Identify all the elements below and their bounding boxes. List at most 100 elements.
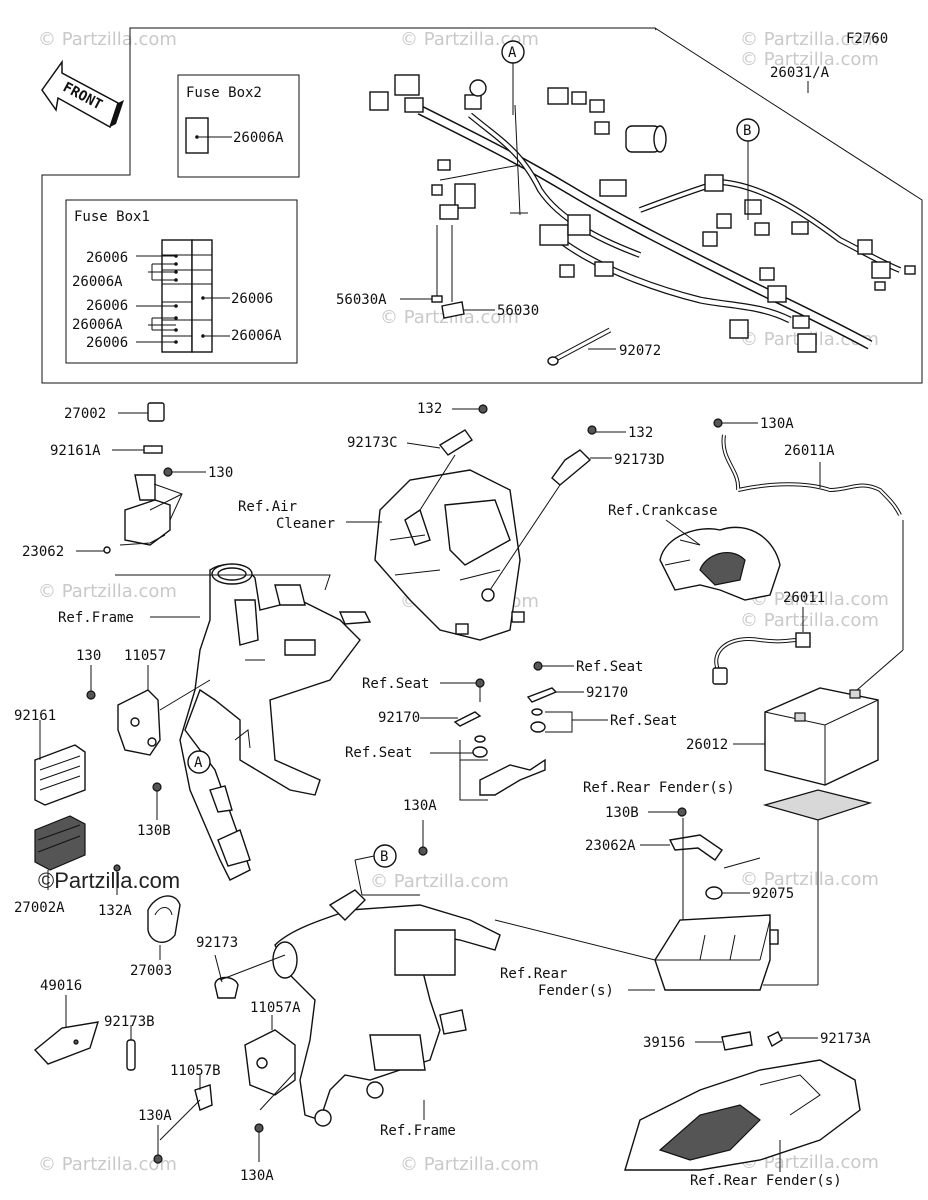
svg-text:A: A — [508, 45, 517, 61]
clamp-92173C: 132 92173C — [347, 401, 488, 511]
svg-text:B: B — [380, 849, 388, 865]
label-56030: 56030 — [497, 303, 539, 319]
svg-text:132A: 132A — [98, 903, 132, 919]
svg-text:26012: 26012 — [686, 737, 728, 753]
frame-rear — [219, 859, 501, 1127]
diagram-id: F2760 — [846, 31, 888, 47]
svg-text:92075: 92075 — [752, 886, 794, 902]
svg-text:27002: 27002 — [64, 406, 106, 422]
svg-text:© Partzilla.com: © Partzilla.com — [38, 1154, 177, 1175]
clamp-92173: 92173 — [196, 935, 239, 999]
svg-text:11057: 11057 — [124, 648, 166, 664]
fuse-part-2: 26006A — [72, 274, 123, 290]
svg-text:132: 132 — [417, 401, 442, 417]
svg-text:© Partzilla.com: © Partzilla.com — [400, 1154, 539, 1175]
svg-text:26011A: 26011A — [784, 443, 835, 459]
fuse-part-3: 26006 — [86, 298, 128, 314]
svg-text:Ref.Rear Fender(s): Ref.Rear Fender(s) — [690, 1173, 842, 1189]
fuse-box2: Fuse Box2 26006A — [177, 74, 300, 178]
svg-text:© Partzilla.com: © Partzilla.com — [38, 581, 177, 602]
callout-b-frame: B — [354, 844, 397, 868]
svg-text:130B: 130B — [605, 805, 639, 821]
svg-text:92173: 92173 — [196, 935, 238, 951]
air-cleaner — [374, 469, 525, 641]
bracket-23062A: 130B 23062A 92075 — [585, 805, 794, 960]
battery-26012: 26012 — [686, 520, 904, 786]
svg-text:26011: 26011 — [783, 590, 825, 606]
relay-27002: 27002 92161A 130 23062 — [22, 402, 233, 560]
main-wiring-harness — [369, 74, 916, 353]
svg-text:92173C: 92173C — [347, 435, 398, 451]
svg-text:130: 130 — [76, 648, 101, 664]
bracket-11057B: 11057B 130A 130A — [138, 1063, 274, 1184]
svg-text:27002A: 27002A — [14, 900, 65, 916]
label-ref-frame-bottom: Ref.Frame — [380, 1123, 456, 1139]
svg-text:130A: 130A — [240, 1168, 274, 1184]
callout-a-frame: A — [187, 750, 211, 774]
svg-text:92161A: 92161A — [50, 443, 101, 459]
harness-panel-outline — [41, 27, 923, 384]
svg-text:Ref.Seat: Ref.Seat — [362, 676, 429, 692]
battery-pad — [762, 789, 873, 821]
crankcase — [659, 526, 781, 601]
fuse-part-4: 26006A — [72, 317, 123, 333]
seat-mount-parts: Ref.Seat 92170 Ref.Seat Ref.Seat 92170 R… — [345, 659, 677, 801]
svg-text:11057B: 11057B — [170, 1063, 221, 1079]
cable-26011A: 130A 26011A — [713, 416, 902, 516]
svg-text:A: A — [194, 755, 203, 771]
label-ref-crankcase: Ref.Crankcase — [608, 503, 718, 519]
label-ref-air: Ref.Air — [238, 499, 297, 515]
clamp-92173D: 132 92173D — [489, 425, 665, 591]
battery-case — [494, 914, 779, 991]
svg-text:92173D: 92173D — [614, 452, 665, 468]
svg-text:B: B — [743, 123, 751, 139]
label-ref-rear: Ref.Rear — [500, 966, 567, 982]
partzilla-logo: ©Partzilla.com — [38, 868, 180, 893]
svg-text:Ref.Seat: Ref.Seat — [576, 659, 643, 675]
fuse-part-1: 26006 — [86, 250, 128, 266]
horn-27003: 132A 27003 — [98, 864, 181, 979]
fuse-box2-title: Fuse Box2 — [186, 85, 262, 101]
svg-text:© Partzilla.com: © Partzilla.com — [740, 610, 879, 631]
svg-text:130A: 130A — [760, 416, 794, 432]
bracket-11057A: 11057A — [244, 1000, 301, 1096]
svg-text:92161: 92161 — [14, 708, 56, 724]
frame-front — [115, 563, 372, 881]
rear-fender: 39156 92173A Ref.Rear Fender(s) — [624, 1031, 871, 1189]
svg-text:23062: 23062 — [22, 544, 64, 560]
label-ref-rear-fender-top: Ref.Rear Fender(s) — [583, 780, 735, 796]
svg-text:23062A: 23062A — [585, 838, 636, 854]
svg-text:© Partzilla.com: © Partzilla.com — [38, 29, 177, 50]
svg-text:92170: 92170 — [586, 685, 628, 701]
svg-text:132: 132 — [628, 425, 653, 441]
svg-text:11057A: 11057A — [250, 1000, 301, 1016]
ecu-92161: 92161 — [14, 708, 86, 806]
svg-text:39156: 39156 — [643, 1035, 685, 1051]
fuse-box1-title: Fuse Box1 — [74, 209, 150, 225]
label-harness: 26031/A — [770, 65, 830, 81]
front-arrow: FRONT — [41, 59, 124, 129]
label-fender: Fender(s) — [538, 983, 614, 999]
callout-b-top: B — [736, 118, 760, 220]
label-130A-mid: 130A — [403, 798, 437, 814]
svg-text:© Partzilla.com: © Partzilla.com — [740, 1152, 879, 1173]
svg-text:92173A: 92173A — [820, 1031, 871, 1047]
svg-text:Ref.Seat: Ref.Seat — [610, 713, 677, 729]
svg-text:130A: 130A — [138, 1108, 172, 1124]
svg-text:© Partzilla.com: © Partzilla.com — [740, 869, 879, 890]
svg-text:27003: 27003 — [130, 963, 172, 979]
svg-text:130: 130 — [208, 465, 233, 481]
bracket-11057: 130 11057 — [76, 648, 211, 756]
svg-text:Ref.Seat: Ref.Seat — [345, 745, 412, 761]
svg-text:92170: 92170 — [378, 710, 420, 726]
label-cleaner: Cleaner — [276, 516, 335, 532]
label-130B-left: 130B — [137, 823, 171, 839]
cable-26011: 26011 — [712, 590, 825, 685]
band-92173B: 92173B — [104, 1014, 155, 1071]
svg-text:92173B: 92173B — [104, 1014, 155, 1030]
svg-text:© Partzilla.com: © Partzilla.com — [740, 49, 879, 70]
svg-text:© Partzilla.com: © Partzilla.com — [740, 29, 879, 50]
fuse-part-right-1: 26006 — [231, 291, 273, 307]
fuse-box1: Fuse Box1 26006 26006A 26006 26006A 2600… — [65, 199, 298, 364]
svg-text:© Partzilla.com: © Partzilla.com — [370, 871, 509, 892]
